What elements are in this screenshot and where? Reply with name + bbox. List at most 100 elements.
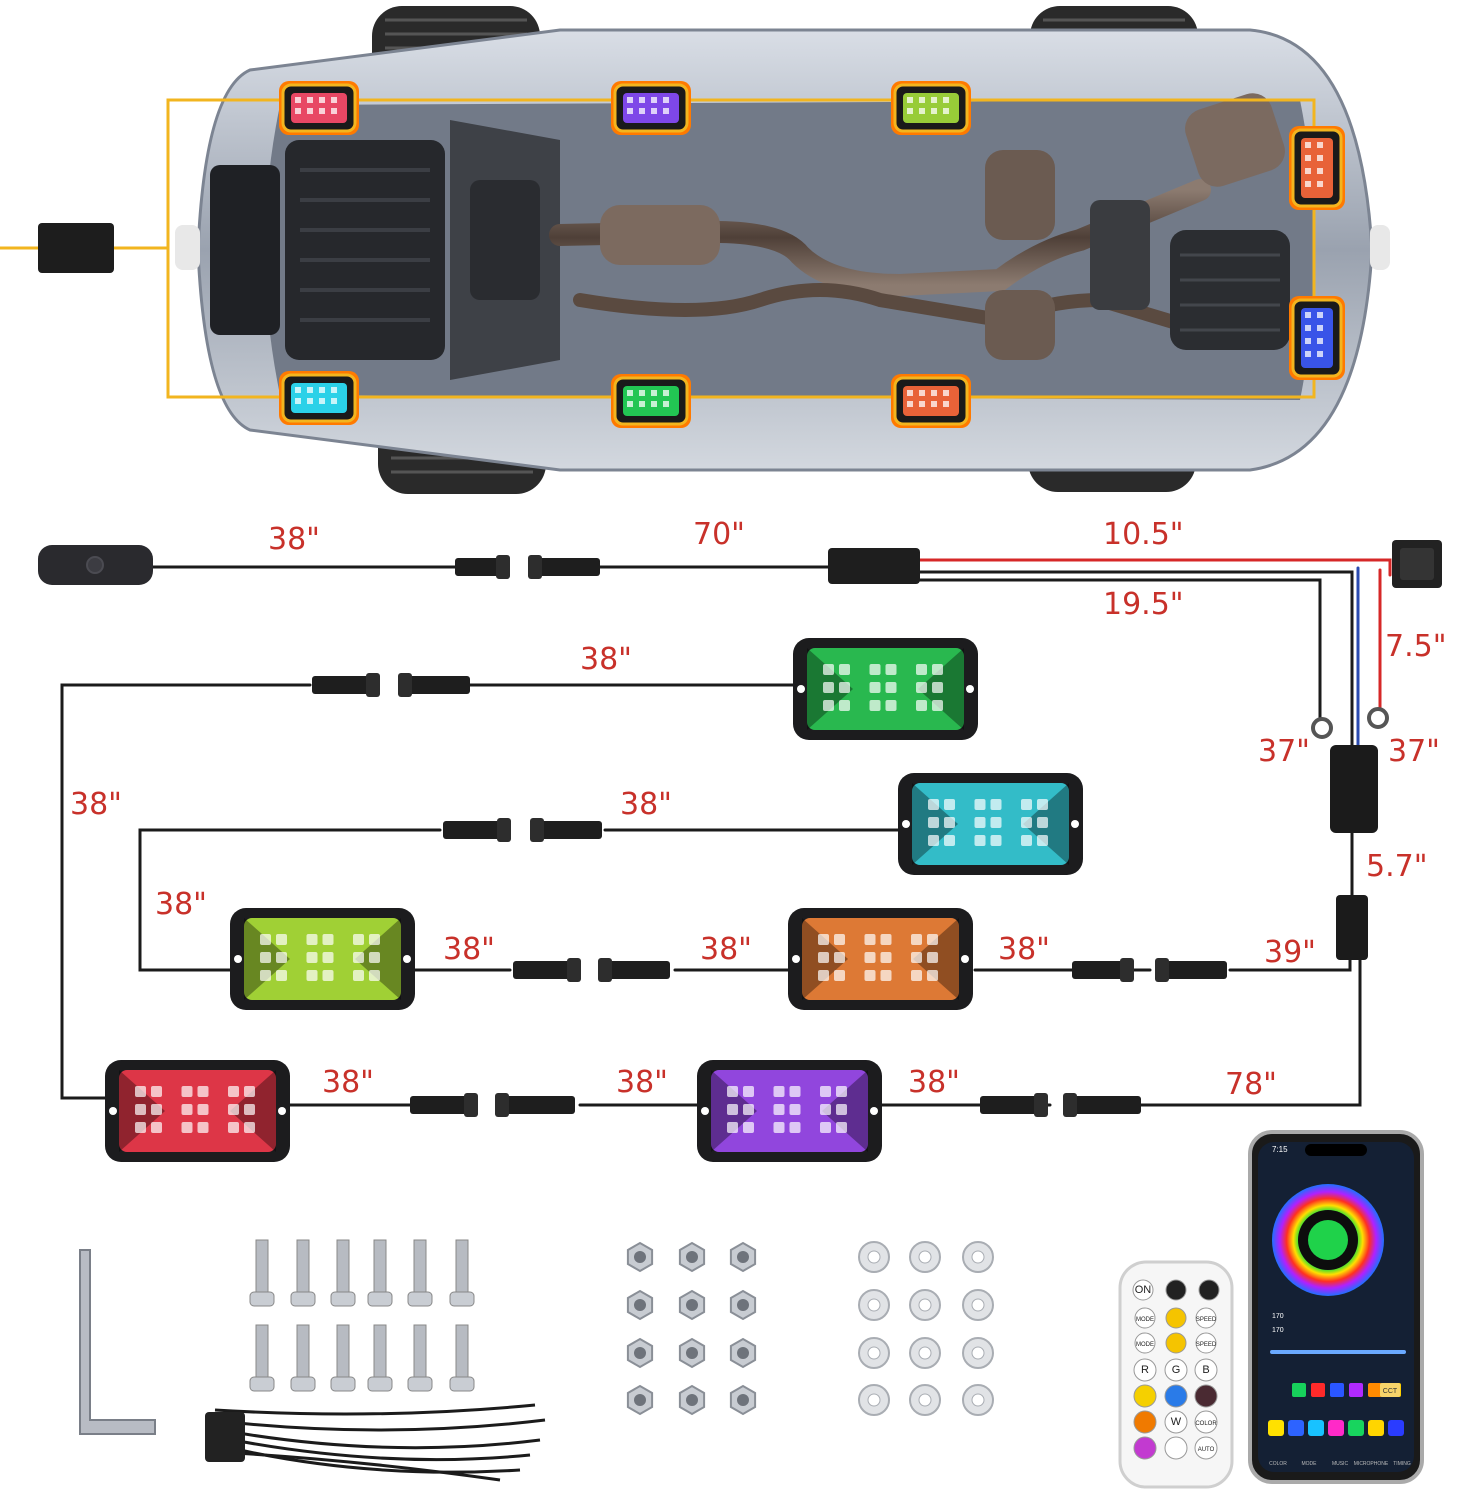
- remote-cyan-button[interactable]: [1164, 1384, 1188, 1408]
- nut: [678, 1384, 706, 1416]
- label-row3-c: 38": [998, 932, 1050, 967]
- remote-power-button[interactable]: ON: [1132, 1279, 1154, 1301]
- nut: [678, 1337, 706, 1369]
- mode-swatch[interactable]: [1288, 1420, 1304, 1436]
- wire-connector: [410, 1093, 478, 1117]
- phone-b-value: 170: [1272, 1327, 1284, 1334]
- label-ground-black: 19.5": [1103, 587, 1184, 622]
- label-extension: 70": [693, 517, 745, 552]
- washer: [962, 1241, 994, 1273]
- phone-nav-3[interactable]: MICROPHONE: [1354, 1461, 1389, 1467]
- label-row4-c: 38": [908, 1065, 960, 1100]
- bolt: [407, 1324, 433, 1392]
- mode-swatch[interactable]: [1268, 1420, 1284, 1436]
- phone-nav-2[interactable]: MUSIC: [1332, 1461, 1349, 1467]
- color-swatch[interactable]: [1292, 1383, 1306, 1397]
- mode-swatch[interactable]: [1368, 1420, 1384, 1436]
- muffler-rear: [1185, 93, 1285, 187]
- kit-pod-multi: [788, 908, 973, 1010]
- phone-time: 7:15: [1272, 1145, 1288, 1154]
- wiring-schematic: [60, 558, 1392, 1107]
- phone-nav-0[interactable]: COLOR: [1269, 1461, 1287, 1467]
- cct-button[interactable]: CCT: [1380, 1383, 1400, 1397]
- remote-brightness-up-button[interactable]: [1165, 1307, 1187, 1329]
- nut: [729, 1289, 757, 1321]
- remote-maroon-button[interactable]: [1194, 1384, 1218, 1408]
- remote-red-button[interactable]: R: [1133, 1358, 1157, 1382]
- remote-blue-button-label: B: [1202, 1364, 1209, 1376]
- wire-connector: [443, 818, 511, 842]
- hardware-kit: [79, 1239, 994, 1482]
- remote-color-button-label: COLOR: [1195, 1421, 1217, 1427]
- cct-label: CCT: [1383, 1388, 1398, 1395]
- pod-top-2: [611, 81, 691, 135]
- remote-blue-button[interactable]: B: [1194, 1358, 1218, 1382]
- remote-green-button[interactable]: G: [1164, 1358, 1188, 1382]
- bolt: [449, 1324, 475, 1392]
- remote-orange-button[interactable]: [1133, 1410, 1157, 1434]
- pod-bottom-2: [611, 374, 691, 428]
- remote-speed-plus-button[interactable]: SPEED: [1195, 1307, 1217, 1329]
- wire-connector: [530, 818, 602, 842]
- label-bottom-lead: 78": [1225, 1067, 1277, 1102]
- pod-top-1: [279, 81, 359, 135]
- remote-purple-button[interactable]: [1133, 1436, 1157, 1460]
- bolt: [290, 1324, 316, 1392]
- mode-swatch[interactable]: [1388, 1420, 1404, 1436]
- bolt: [367, 1324, 393, 1392]
- label-row1: 38": [580, 642, 632, 677]
- remote-speed-minus-button-label: SPEED: [1196, 1342, 1217, 1348]
- washer: [858, 1289, 890, 1321]
- wire-connector: [598, 958, 670, 982]
- kit-pod-cyan: [898, 773, 1083, 875]
- nut: [729, 1241, 757, 1273]
- bolt: [330, 1239, 356, 1307]
- wire-connector: [980, 1093, 1048, 1117]
- remote-speed-plus-button-label: SPEED: [1196, 1317, 1217, 1323]
- nut: [626, 1289, 654, 1321]
- color-swatch[interactable]: [1330, 1383, 1344, 1397]
- wire-connector: [513, 958, 581, 982]
- remote-white-button[interactable]: W: [1164, 1410, 1188, 1434]
- bolt: [290, 1239, 316, 1307]
- remote-mode-plus-button[interactable]: MODE: [1134, 1307, 1156, 1329]
- label-power-red: 10.5": [1103, 517, 1184, 552]
- color-swatch[interactable]: [1349, 1383, 1363, 1397]
- allen-key: [79, 1249, 156, 1435]
- car-controller-box: [38, 223, 114, 273]
- label-switch-cable: 38": [268, 522, 320, 557]
- nut: [626, 1384, 654, 1416]
- remote-fade-button[interactable]: [1164, 1436, 1188, 1460]
- washer: [962, 1337, 994, 1369]
- splitter-hub: [1336, 895, 1368, 960]
- remote-auto-button-label: AUTO: [1198, 1447, 1215, 1453]
- mode-swatch[interactable]: [1348, 1420, 1364, 1436]
- mode-swatch[interactable]: [1328, 1420, 1344, 1436]
- remote-yellow-button[interactable]: [1133, 1384, 1157, 1408]
- label-inner-left: 38": [155, 887, 207, 922]
- remote-sync-button[interactable]: [1165, 1279, 1187, 1301]
- wire-connector: [495, 1093, 575, 1117]
- color-swatch[interactable]: [1368, 1383, 1382, 1397]
- bolt: [449, 1239, 475, 1307]
- remote-color-button[interactable]: COLOR: [1194, 1410, 1218, 1434]
- wire-connector: [1063, 1093, 1141, 1117]
- color-swatch[interactable]: [1311, 1383, 1325, 1397]
- remote-brightness-down-button[interactable]: [1165, 1332, 1187, 1354]
- remote-auto-button[interactable]: AUTO: [1194, 1436, 1218, 1460]
- label-ring-right: 37": [1388, 734, 1440, 769]
- phone-nav-1[interactable]: MODE: [1302, 1461, 1318, 1467]
- bolt: [367, 1239, 393, 1307]
- remote-mode-minus-button[interactable]: MODE: [1134, 1332, 1156, 1354]
- remote-speed-minus-button[interactable]: SPEED: [1195, 1332, 1217, 1354]
- label-side-left: 38": [70, 787, 122, 822]
- mode-swatch[interactable]: [1308, 1420, 1324, 1436]
- remote-music-button[interactable]: [1198, 1279, 1220, 1301]
- kit-pod-lime: [230, 908, 415, 1010]
- nut: [626, 1241, 654, 1273]
- phone-nav-4[interactable]: TIMING: [1393, 1461, 1411, 1467]
- label-fuse-lead: 7.5": [1385, 629, 1447, 664]
- remote-mode-minus-button-label: MODE: [1136, 1342, 1154, 1348]
